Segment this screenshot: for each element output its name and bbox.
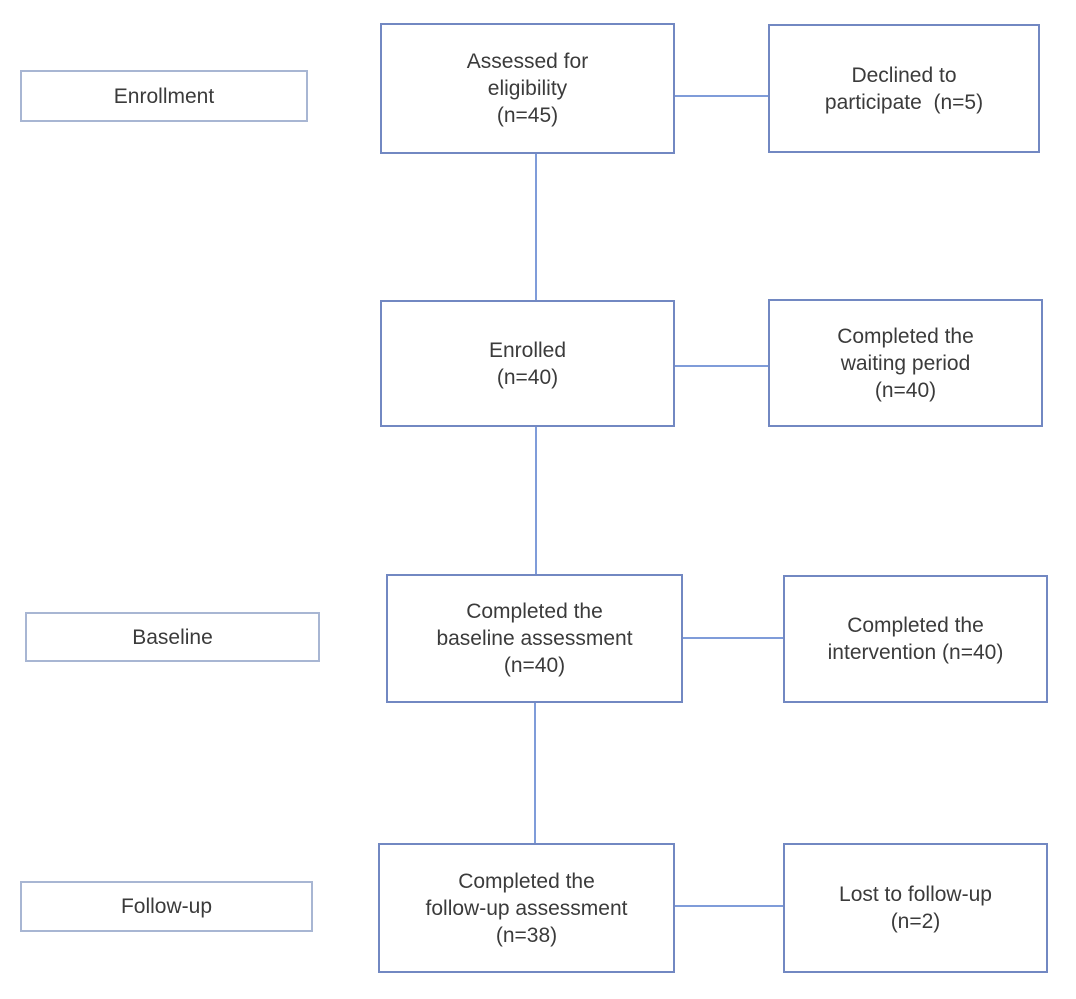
side-box-declined-to-participate: Declined to participate (n=5) (768, 24, 1040, 153)
connector-enrolled-to-waiting (673, 365, 770, 367)
connector-baseline-to-follow-up (534, 701, 536, 849)
stage-label-enrollment: Enrollment (20, 70, 308, 122)
flow-box-baseline-assessment: Completed the baseline assessment (n=40) (386, 574, 683, 703)
stage-label-baseline: Baseline (25, 612, 320, 662)
connector-assessed-to-enrolled (535, 152, 537, 302)
flow-box-enrolled: Enrolled (n=40) (380, 300, 675, 427)
flow-box-follow-up-assessment: Completed the follow-up assessment (n=38… (378, 843, 675, 973)
connector-baseline-to-intervention (681, 637, 785, 639)
connector-enrolled-to-baseline (535, 425, 537, 576)
stage-label-follow-up: Follow-up (20, 881, 313, 932)
connector-assessed-to-declined (673, 95, 770, 97)
side-box-completed-waiting-period: Completed the waiting period (n=40) (768, 299, 1043, 427)
side-box-lost-to-follow-up: Lost to follow-up (n=2) (783, 843, 1048, 973)
side-box-completed-intervention: Completed the intervention (n=40) (783, 575, 1048, 703)
connector-follow-up-to-lost (673, 905, 785, 907)
flow-box-assessed-for-eligibility: Assessed for eligibility (n=45) (380, 23, 675, 154)
